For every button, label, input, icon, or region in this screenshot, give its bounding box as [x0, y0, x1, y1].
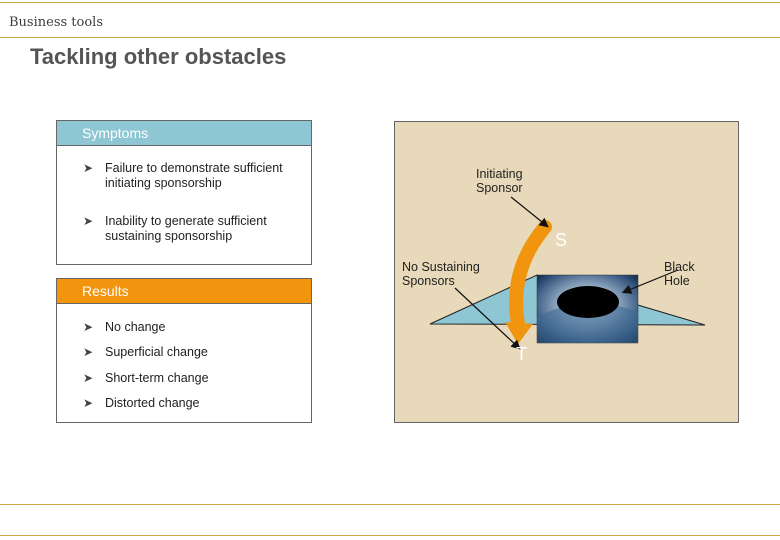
no-sustaining-pointer — [454, 287, 521, 350]
target-letter: T — [516, 344, 527, 364]
page-title: Tackling other obstacles — [30, 44, 287, 69]
result-item-text: No change — [105, 320, 166, 334]
orange-curved-arrow — [509, 220, 552, 336]
black-hole-label: Black Hole — [664, 260, 695, 288]
black-hole-diagram: Initiating Sponsor No Sustaining Sponsor… — [394, 121, 739, 423]
arrow-bullet-icon: ➤ — [83, 345, 94, 359]
arrow-bullet-icon: ➤ — [83, 214, 94, 228]
symptoms-box: Symptoms ➤ Failure to demonstrate suffic… — [56, 120, 312, 265]
diagram-graphic — [429, 196, 706, 350]
header-tag: Business tools — [9, 15, 104, 30]
symptoms-heading: Symptoms — [57, 121, 311, 146]
initiating-pointer — [510, 196, 549, 228]
top-rule — [0, 2, 780, 3]
arrow-bullet-icon: ➤ — [83, 320, 94, 334]
black-hole-shape — [557, 286, 619, 318]
results-box: Results ➤ No change ➤ Superficial change… — [56, 278, 312, 423]
result-item-text: Superficial change — [105, 345, 208, 359]
bottom-rule — [0, 535, 780, 536]
header-rule — [0, 37, 780, 38]
initiating-sponsor-label: Initiating Sponsor — [476, 167, 523, 195]
arrow-bullet-icon: ➤ — [83, 161, 94, 175]
results-heading: Results — [57, 279, 311, 304]
symptom-item-text: Failure to demonstrate sufficient initia… — [105, 161, 283, 190]
arrow-bullet-icon: ➤ — [83, 371, 94, 385]
no-sustaining-sponsors-label: No Sustaining Sponsors — [402, 260, 480, 288]
start-letter: S — [555, 230, 568, 250]
result-item-text: Distorted change — [105, 396, 200, 410]
symptom-item-text: Inability to generate sufficient sustain… — [105, 214, 267, 243]
black-hole-pointer — [621, 269, 679, 294]
result-item-text: Short-term change — [105, 371, 209, 385]
orange-arrow-head — [505, 322, 533, 344]
footer-rule — [0, 504, 780, 505]
arrow-bullet-icon: ➤ — [83, 396, 94, 410]
